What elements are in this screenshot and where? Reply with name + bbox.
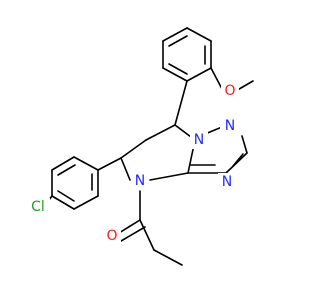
nitrogen-label-amide: N bbox=[135, 173, 145, 189]
nitrogen-label-triazole-top: N bbox=[225, 118, 235, 134]
methoxyphenyl-ring bbox=[162, 27, 212, 82]
tetrahydropyrimidine-ring bbox=[120, 124, 196, 181]
oxygen-label-carbonyl: O bbox=[106, 228, 117, 244]
aryl-c7-bond bbox=[174, 80, 188, 126]
oxygen-label-methoxy: O bbox=[224, 83, 235, 99]
structure-canvas: N N N N O O Cl bbox=[26, 27, 254, 266]
chlorine-label: Cl bbox=[31, 199, 45, 215]
molecule-drawing: N N N N O O Cl bbox=[26, 27, 254, 266]
nitrogen-label-ring-junction: N bbox=[194, 132, 204, 148]
nitrogen-label-triazole-lower: N bbox=[222, 174, 232, 190]
chlorophenyl-ring bbox=[41, 156, 122, 210]
atom-labels: N N N N O O Cl bbox=[26, 82, 239, 245]
propanoyl-group bbox=[113, 190, 183, 266]
